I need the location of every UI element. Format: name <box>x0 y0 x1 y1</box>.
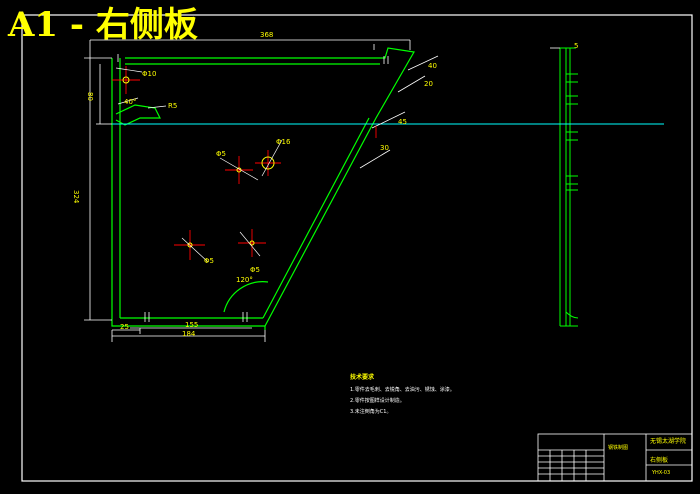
dimension-lines <box>84 39 560 342</box>
drawing-title: A1 - 右侧板 <box>8 6 198 44</box>
hole-marks <box>112 66 377 260</box>
sheet-border <box>21 14 693 482</box>
dim-height-upper: 80 <box>86 92 94 101</box>
title-block-school: 无锡太湖学院 <box>650 438 687 445</box>
dim-side-top: 5 <box>574 42 578 50</box>
break-symbols <box>117 44 389 322</box>
dim-slant-d: 40 <box>428 62 437 70</box>
hole-circles <box>122 76 275 248</box>
dim-bottom-a: 25 <box>120 323 129 331</box>
title-block-drawing-no: YHX-03 <box>652 470 671 476</box>
dim-overall-width: 368 <box>260 31 273 39</box>
dim-height-left: 324 <box>72 190 80 204</box>
title-code: A1 <box>8 5 59 45</box>
title-name: 右侧板 <box>95 5 198 45</box>
dim-angle-top: 40° <box>124 98 136 106</box>
title-block-part-name: 右侧板 <box>650 457 669 464</box>
notes-title: 技术要求 <box>350 374 375 381</box>
title-block <box>537 433 693 482</box>
part-outline <box>111 47 415 330</box>
dim-hole-right: Φ16 <box>276 138 291 146</box>
title-block-material: 钢铁制图 <box>608 445 629 451</box>
dim-slant-a: 30 <box>380 144 389 152</box>
technical-notes: 技术要求 1.零件去毛刺、去锐角、去油污、锈蚀、涂漆。 2.零件按图样设计制造。… <box>350 372 455 418</box>
dim-slant-b: 20 <box>424 80 433 88</box>
dimension-text: 368 324 80 Φ10 Φ16 Φ5 Φ5 Φ5 R5 40° 120° … <box>72 31 578 338</box>
dim-hole-lower-right: Φ5 <box>250 266 260 274</box>
notes-item: 3.未注倒角为C1。 <box>350 409 392 415</box>
dim-hole-lower-left: Φ5 <box>204 257 214 265</box>
side-view <box>559 47 579 327</box>
dim-hole-left: Φ5 <box>216 150 226 158</box>
dim-radius: R5 <box>168 102 177 110</box>
title-dash: - <box>69 5 85 45</box>
dim-hole-top: Φ10 <box>142 70 156 78</box>
dim-slant-c: 45 <box>398 118 407 126</box>
notes-item: 1.零件去毛刺、去锐角、去油污、锈蚀、涂漆。 <box>350 387 455 393</box>
dim-angle-bottom: 120° <box>236 276 253 284</box>
dim-bottom-c: 184 <box>182 330 196 338</box>
dim-bottom-b: 155 <box>185 321 198 329</box>
notes-item: 2.零件按图样设计制造。 <box>350 398 405 404</box>
leaders <box>115 67 283 263</box>
